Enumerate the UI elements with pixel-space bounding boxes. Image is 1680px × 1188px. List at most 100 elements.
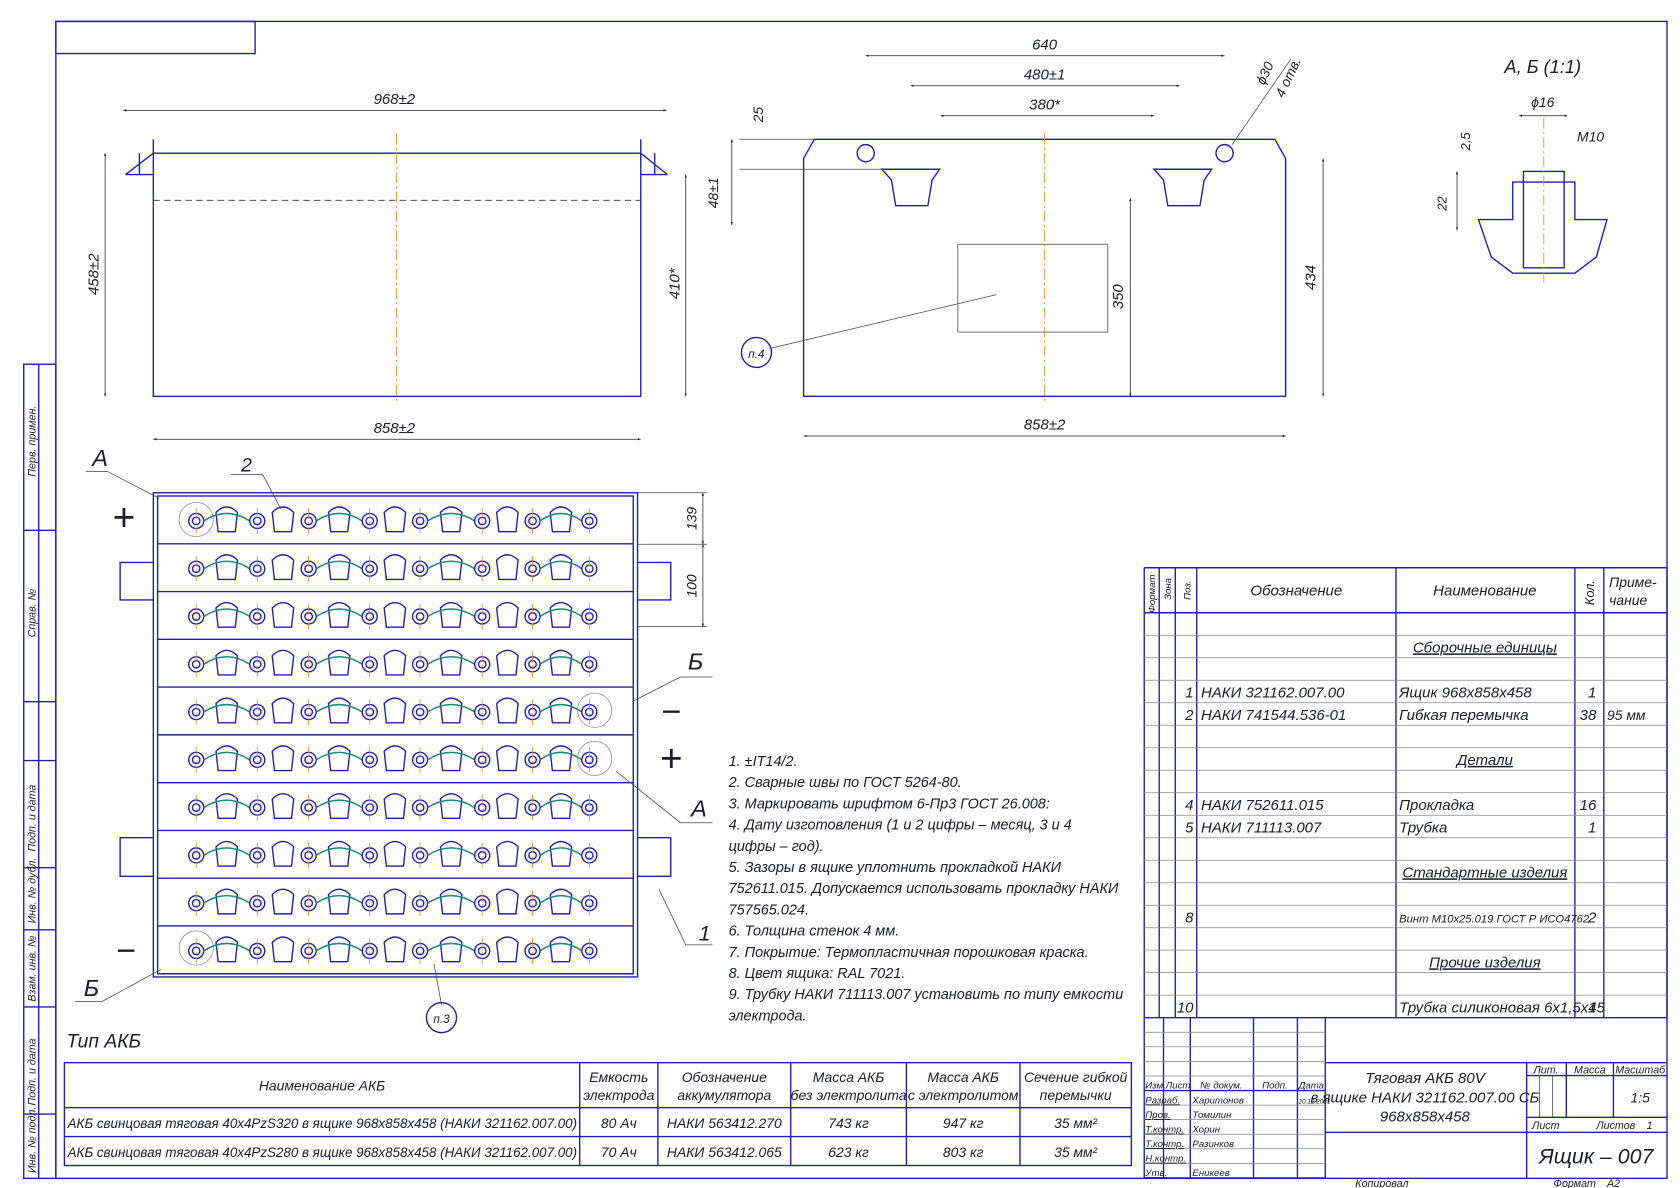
vent-plug <box>271 792 295 820</box>
vent-plug <box>327 697 351 724</box>
cell-note: 95 мм <box>1607 707 1646 723</box>
dim-380: 380* <box>1029 96 1061 113</box>
vent-plug <box>327 506 351 533</box>
header-designation: Обозначение <box>1250 583 1342 600</box>
vent-plug <box>215 506 239 533</box>
stamp-label: Перв. примен. <box>27 406 39 477</box>
format-value: A2 <box>1606 1178 1620 1188</box>
hdr-doc: № докум. <box>1200 1080 1242 1091</box>
cell-name: Винт M10x25.019 ГОСТ Р ИСО4762 <box>1399 913 1590 925</box>
stamp-label: Инв. № дубл. <box>27 858 39 924</box>
header-note: чание <box>1609 592 1647 608</box>
vent-plug <box>549 506 573 533</box>
copied-label: Копировал <box>1355 1178 1408 1188</box>
flexible-jumper <box>203 656 251 665</box>
dim-350: 350 <box>1110 284 1127 310</box>
cell-grid <box>157 502 634 975</box>
note-line: 1. ±IT14/2. <box>729 754 798 770</box>
battery-top-view: 139 100 А 2 Б А 1 Б + − + − п.3 <box>75 445 713 1034</box>
cell-pos: 1 <box>1185 684 1193 701</box>
note-line: 757565.024. <box>729 902 809 918</box>
front-view: 968±2 458±2 410* 858±2 <box>86 91 687 441</box>
flexible-jumper <box>315 847 363 857</box>
flexible-jumper <box>539 560 583 570</box>
stamp-label: Инв. № подл. <box>27 1107 39 1173</box>
note-line: 752611.015. Допускается использовать про… <box>729 881 1119 897</box>
plus-right: + <box>659 737 682 780</box>
note-line: 9. Трубку НАКИ 711113.007 установить по … <box>729 987 1124 1003</box>
vent-plug <box>215 840 239 867</box>
cell-name: Трубка <box>1399 819 1447 836</box>
flexible-jumper <box>203 703 251 713</box>
table-cell: АКБ свинцовая тяговая 40x4PzS320 в ящике… <box>67 1116 577 1131</box>
vent-plug <box>327 554 351 581</box>
table-cell: АКБ свинцовая тяговая 40x4PzS280 в ящике… <box>67 1145 577 1160</box>
pole-terminal <box>178 930 214 966</box>
dim-width: 968±2 <box>374 91 416 108</box>
stamp-label: Подп. и дата <box>27 1038 39 1105</box>
pole-terminal <box>178 502 214 538</box>
dim-bottom: 858±2 <box>1024 417 1066 434</box>
cell-qty: 38 <box>1580 707 1597 724</box>
detail-dia: ϕ16 <box>1531 94 1554 110</box>
cell-pos: 2 <box>1184 707 1194 724</box>
callout-p3: п.3 <box>433 1013 450 1026</box>
vent-plug <box>271 888 295 915</box>
vent-plug <box>271 840 295 867</box>
dim-25: 25 <box>750 107 766 124</box>
detail-dim-22: 22 <box>1434 196 1449 211</box>
vent-plug <box>495 506 519 533</box>
document-name: Ящик – 007 <box>1538 1144 1654 1168</box>
title-line-3: 968x858x458 <box>1380 1109 1471 1126</box>
flexible-jumper <box>539 512 583 522</box>
vent-plug <box>215 745 239 772</box>
vent-plug <box>549 649 573 676</box>
header-name: Наименование <box>1433 583 1536 600</box>
vent-plug <box>495 840 519 867</box>
dim-height: 458±2 <box>86 253 103 295</box>
role-name: Хорин <box>1191 1125 1220 1136</box>
note-line: 3. Маркировать шрифтом 6-Пр3 ГОСТ 26.008… <box>729 796 1050 812</box>
header-note: Приме- <box>1609 574 1657 590</box>
cell-qty: 1 <box>1588 999 1596 1016</box>
vent-plug <box>215 936 239 963</box>
flexible-jumper <box>427 847 476 857</box>
role-label: Пров. <box>1145 1110 1170 1121</box>
vent-plug <box>327 745 351 772</box>
hdr-izm: Изм. <box>1145 1080 1166 1091</box>
vent-plug <box>495 697 519 724</box>
dim-640: 640 <box>1032 36 1058 53</box>
vent-plug <box>271 649 295 676</box>
table-cell: 947 кг <box>943 1115 984 1131</box>
vent-plug <box>495 792 519 820</box>
note-line: цифры – год). <box>729 839 824 855</box>
vent-plug <box>383 554 407 581</box>
minus-right: − <box>661 693 681 731</box>
note-line: 7. Покрытие: Термопластичная порошковая … <box>729 945 1089 961</box>
hdr-date: Дата <box>1298 1080 1325 1091</box>
hdr-mass: Масса <box>1574 1064 1606 1076</box>
cell-name: Прокладка <box>1399 797 1474 814</box>
table-cell: 623 кг <box>828 1144 869 1160</box>
vent-plug <box>271 601 295 628</box>
flexible-jumper <box>539 847 583 856</box>
flexible-jumper <box>203 512 251 522</box>
vent-plug <box>215 888 239 915</box>
hdr-scale: Масштаб <box>1615 1064 1666 1076</box>
vent-plug <box>215 649 239 676</box>
section-heading: Прочие изделия <box>1429 954 1540 971</box>
role-name: Разинков <box>1192 1139 1234 1150</box>
vent-plug <box>439 601 463 628</box>
hdr-sheet: Лист <box>1531 1120 1560 1132</box>
section-heading: Детали <box>1455 752 1514 769</box>
vent-plug <box>549 601 573 628</box>
flexible-jumper <box>315 894 363 904</box>
cell-qty: 1 <box>1588 684 1596 701</box>
vent-plug <box>495 601 519 628</box>
vent-plug <box>549 554 573 581</box>
table-cell: НАКИ 563412.270 <box>667 1115 782 1131</box>
flexible-jumper <box>203 608 251 618</box>
